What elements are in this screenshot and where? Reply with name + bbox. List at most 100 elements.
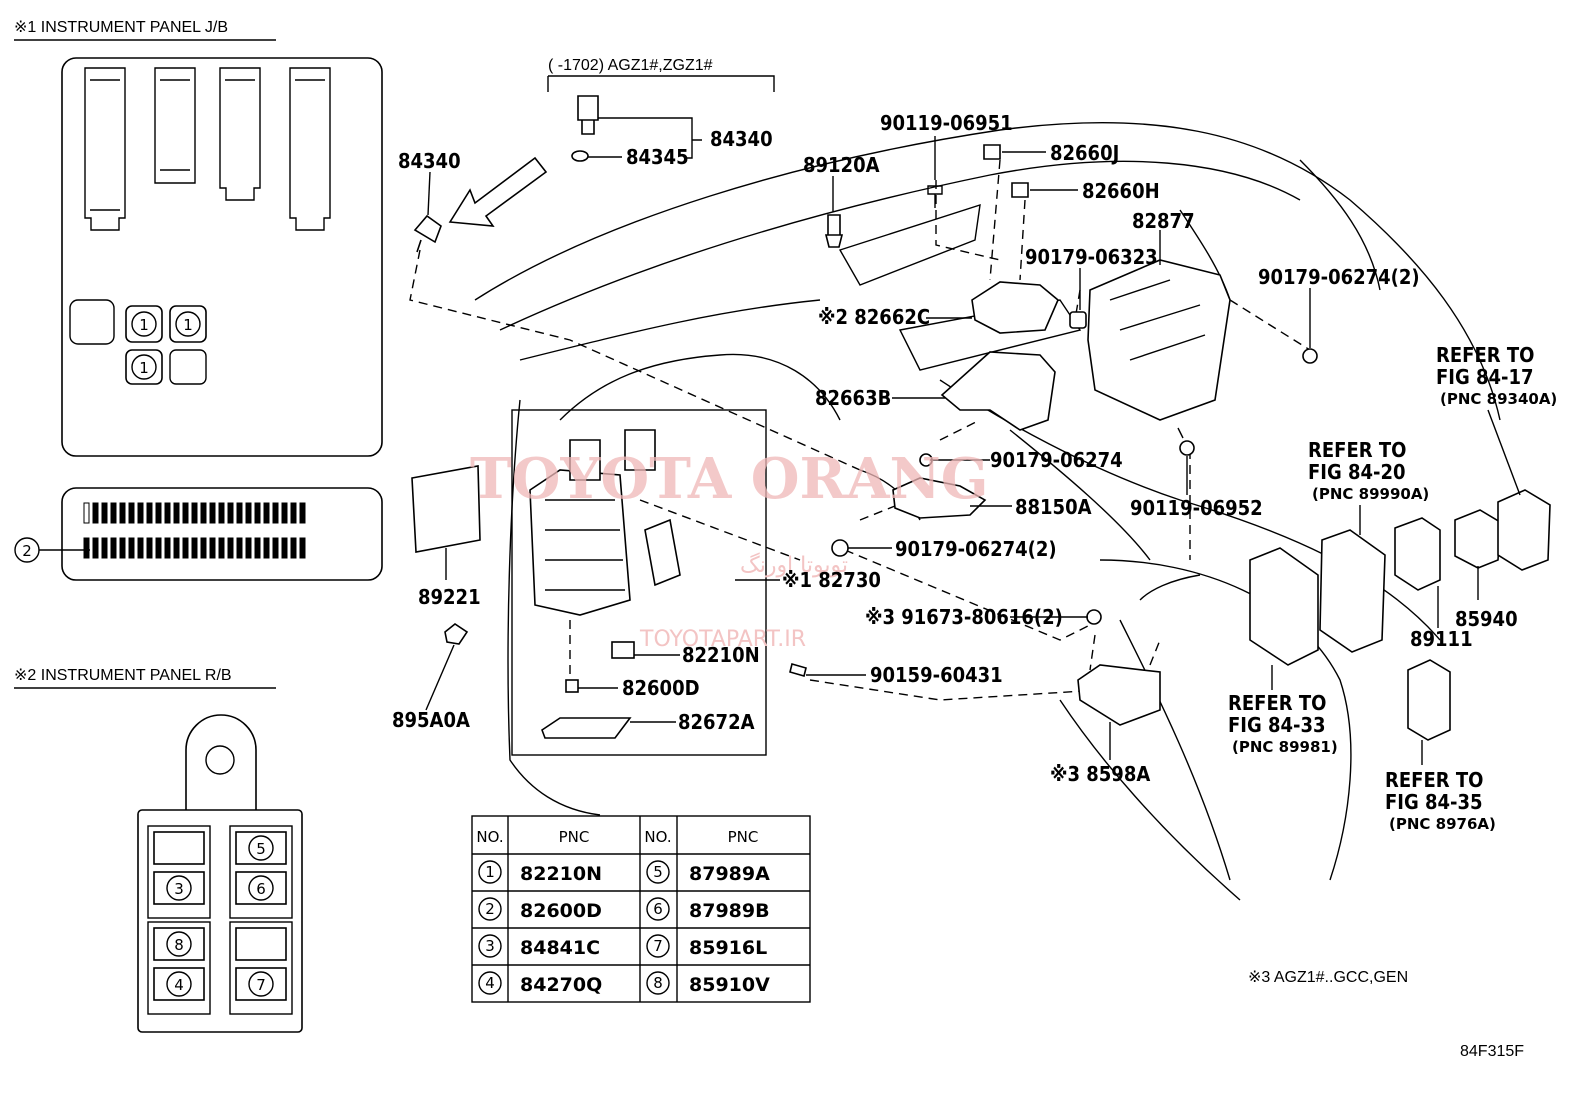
inset-header: ( -1702) AGZ1#,ZGZ1# (547, 57, 775, 92)
jb-relay-1a: 1 (125, 305, 163, 343)
table-header-no-1: NO. (476, 828, 503, 846)
rb-title: ※2 INSTRUMENT PANEL R/B (14, 667, 232, 684)
connector-pin (155, 537, 162, 559)
svg-text:1: 1 (139, 316, 149, 334)
connector-pin (200, 502, 207, 524)
table-cell-no: 8 (653, 974, 663, 992)
connector-pin (281, 502, 288, 524)
connector-pin (290, 502, 297, 524)
table-no-circle (646, 860, 670, 884)
label-82877: 82877 (1132, 209, 1195, 233)
label-84340: 84340 (398, 149, 461, 173)
rb-slot-8: 8 (166, 931, 192, 957)
label-84340-inset: 84340 (710, 127, 773, 151)
connector-pin (254, 537, 261, 559)
label-90179-06274-2b: 90179-06274(2) (895, 537, 1057, 561)
figure-id: 84F315F (1460, 1043, 1524, 1060)
table-cell-pnc: 87989A (689, 863, 770, 885)
connector-pin (299, 502, 306, 524)
rb-slot-6: 6 (248, 875, 274, 901)
connector-pin (155, 502, 162, 524)
label-82730: ※1 82730 (782, 568, 881, 592)
rb-slot-5: 5 (248, 835, 274, 861)
table-no-circle (478, 971, 502, 995)
connector-pin (281, 537, 288, 559)
jb-title: ※1 INSTRUMENT PANEL J/B (14, 19, 228, 36)
label-82210N: 82210N (682, 643, 760, 667)
svg-text:2: 2 (22, 542, 32, 560)
label-90179-06323: 90179-06323 (1025, 245, 1158, 269)
connector-pin (236, 537, 243, 559)
connector-pin (272, 502, 279, 524)
svg-text:FIG 84-35: FIG 84-35 (1385, 790, 1483, 814)
table-cell-no: 1 (485, 863, 495, 881)
watermark: TOYOTA ORANG TOYOTAPART.IR تویوتا اورنگ (470, 446, 989, 652)
connector-pin (137, 537, 144, 559)
table-cell-pnc: 82600D (520, 900, 602, 922)
table-no-circle (646, 934, 670, 958)
connector-pin (200, 537, 207, 559)
footnote-3: ※3 AGZ1#..GCC,GEN (1248, 969, 1408, 986)
label-82660H: 82660H (1082, 179, 1160, 203)
label-82663B: 82663B (815, 386, 891, 410)
label-89120A: 89120A (803, 153, 880, 177)
table-cell-pnc: 87989B (689, 900, 770, 922)
dashed-leaders (409, 159, 1311, 701)
rb-slot-7: 7 (248, 971, 274, 997)
label-82660J: 82660J (1050, 141, 1119, 165)
label-90159-60431: 90159-60431 (870, 663, 1003, 687)
connector-pin (119, 502, 126, 524)
connector-pin (92, 502, 99, 524)
connector-pin (137, 502, 144, 524)
connector-pin (299, 537, 306, 559)
svg-text:(PNC 8976A): (PNC 8976A) (1389, 815, 1496, 833)
svg-text:FIG 84-33: FIG 84-33 (1228, 713, 1326, 737)
rb-slot-3: 3 (166, 875, 192, 901)
svg-text:1: 1 (183, 316, 193, 334)
connector-pin (191, 502, 198, 524)
label-88150A: 88150A (1015, 495, 1092, 519)
table-no-circle (646, 897, 670, 921)
connector-pin (173, 502, 180, 524)
label-895A0A: 895A0A (392, 708, 470, 732)
svg-text:6: 6 (256, 880, 266, 898)
connector-pin (218, 502, 225, 524)
connector-pin (209, 502, 216, 524)
connector-pin (128, 502, 135, 524)
jb-detail: ※1 INSTRUMENT PANEL J/B 1 1 1 (14, 19, 383, 581)
svg-text:3: 3 (174, 880, 184, 898)
connector-pin (272, 537, 279, 559)
table-cell-pnc: 85910V (689, 974, 770, 996)
svg-text:8: 8 (174, 936, 184, 954)
connector-pin (146, 502, 153, 524)
connector-pin (101, 537, 108, 559)
table-no-circle (646, 971, 670, 995)
table-no-circle (478, 897, 502, 921)
connector-pin (173, 537, 180, 559)
connector-pin (254, 502, 261, 524)
connector-pin (191, 537, 198, 559)
label-90179-06274: 90179-06274 (990, 448, 1123, 472)
solid-leaders (425, 117, 1521, 765)
jb-fuse-slots (69, 67, 331, 385)
connector-pin (128, 537, 135, 559)
connector-pin (245, 537, 252, 559)
svg-text:REFER TO: REFER TO (1308, 438, 1406, 462)
connector-pin (146, 537, 153, 559)
table-cell-pnc: 82210N (520, 863, 602, 885)
label-89221: 89221 (418, 585, 481, 609)
table-header-pnc-2: PNC (728, 828, 759, 846)
label-90179-06274-2a: 90179-06274(2) (1258, 265, 1420, 289)
svg-text:(PNC 89340A): (PNC 89340A) (1440, 390, 1557, 408)
svg-text:(PNC 89990A): (PNC 89990A) (1312, 485, 1429, 503)
svg-text:تویوتا اورنگ: تویوتا اورنگ (740, 552, 848, 578)
table-cell-pnc: 84270Q (520, 974, 602, 996)
connector-pin (110, 502, 117, 524)
table-cell-no: 6 (653, 900, 663, 918)
svg-text:1: 1 (139, 359, 149, 377)
